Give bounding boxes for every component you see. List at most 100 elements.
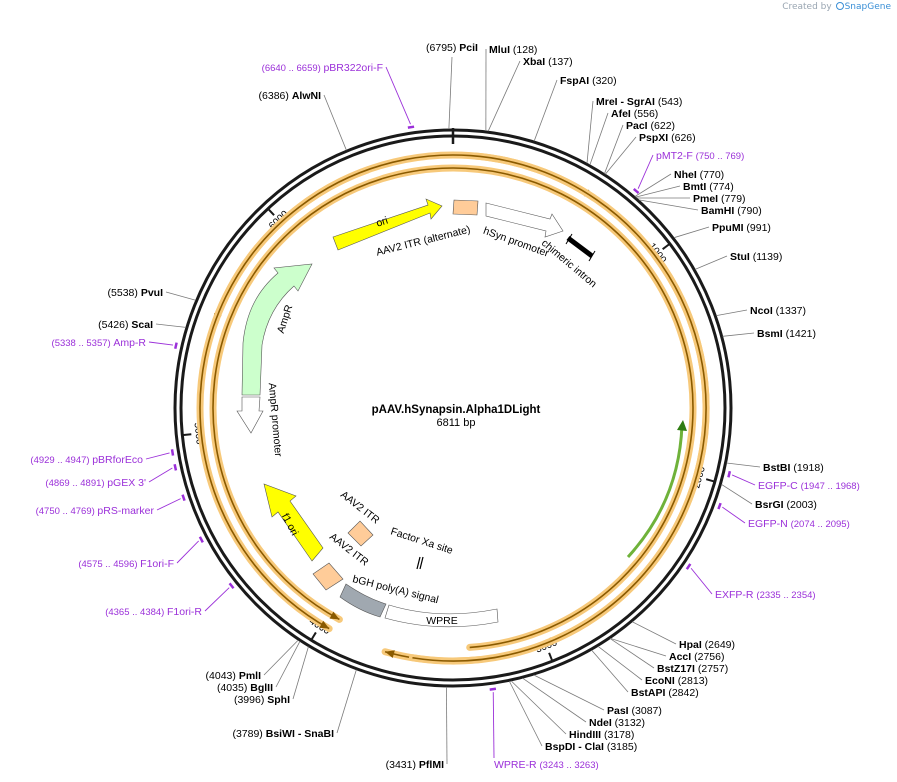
restriction-site-label[interactable]: NdeI (3132) xyxy=(589,717,645,729)
restriction-site-label[interactable]: (5538) PvuI xyxy=(108,287,164,299)
restriction-site-label[interactable]: XbaI (137) xyxy=(523,56,573,68)
primer-label[interactable]: (4575 .. 4596) F1ori-F xyxy=(78,558,174,570)
restriction-site-label[interactable]: MreI - SgrAI (543) xyxy=(596,96,682,108)
site-leader-line xyxy=(165,291,196,301)
feature-f1-ori[interactable]: f1 ori xyxy=(263,483,324,562)
primer-range: (4869 .. 4891) xyxy=(45,478,107,489)
restriction-site-label[interactable]: AfeI (556) xyxy=(611,108,658,120)
primer-leader-line xyxy=(176,540,199,564)
primer-mark[interactable] xyxy=(407,125,415,129)
restriction-site-label[interactable]: HpaI (2649) xyxy=(679,639,735,651)
primer-mark[interactable] xyxy=(228,582,235,590)
primer-range: (5338 .. 5357) xyxy=(52,338,114,349)
orf-arrowhead xyxy=(329,611,340,620)
restriction-site-label[interactable]: (6386) AlwNI xyxy=(259,90,322,102)
restriction-site-label[interactable]: BstAPI (2842) xyxy=(631,687,699,699)
feature-ori[interactable]: ori xyxy=(332,198,443,251)
restriction-site-label[interactable]: FspAI (320) xyxy=(560,75,617,87)
primer-mark[interactable] xyxy=(632,188,640,194)
primer-label[interactable]: (4869 .. 4891) pGEX 3' xyxy=(45,477,146,489)
primer-label[interactable]: (6640 .. 6659) pBR322ori-F xyxy=(262,62,383,74)
site-name: BsiWI - SnaBI xyxy=(266,728,334,740)
restriction-site-label[interactable]: AccI (2756) xyxy=(669,651,724,663)
feature-factor-xa-site[interactable]: Factor Xa site xyxy=(389,525,455,570)
primer-label[interactable]: (5338 .. 5357) Amp-R xyxy=(52,337,147,349)
feature-aav2-itr-1[interactable]: AAV2 ITR xyxy=(338,489,382,547)
restriction-site-label[interactable]: (4035) BglII xyxy=(217,682,273,694)
site-position: (2757) xyxy=(698,663,728,675)
inner-green-arrowhead xyxy=(677,420,687,431)
site-leader-line xyxy=(263,639,299,676)
restriction-site-label[interactable]: NheI (770) xyxy=(674,169,724,181)
restriction-site-label[interactable]: PacI (622) xyxy=(626,120,675,132)
restriction-site-label[interactable]: PasI (3087) xyxy=(607,705,662,717)
site-position: (137) xyxy=(548,56,573,68)
primer-mark[interactable] xyxy=(181,494,186,502)
site-name: HpaI xyxy=(679,639,705,651)
site-position: (2649) xyxy=(705,639,735,651)
primer-label[interactable]: EXFP-R (2335 .. 2354) xyxy=(715,589,816,601)
site-name: FspAI xyxy=(560,75,592,87)
restriction-site-label[interactable]: MluI (128) xyxy=(489,44,537,56)
feature-ampr[interactable]: AmpR xyxy=(241,263,313,396)
primer-leader-line xyxy=(637,154,654,189)
site-position: (2813) xyxy=(678,675,708,687)
restriction-site-label[interactable]: BstBI (1918) xyxy=(763,462,824,474)
orf-arc[interactable] xyxy=(471,152,598,202)
site-name: PflMI xyxy=(419,759,444,771)
restriction-site-label[interactable]: BsmI (1421) xyxy=(757,328,816,340)
restriction-site-label[interactable]: NcoI (1337) xyxy=(750,305,806,317)
primer-range: (4365 .. 4384) xyxy=(105,607,167,618)
restriction-site-label[interactable]: PmeI (779) xyxy=(693,193,746,205)
primer-leader-line xyxy=(156,498,181,511)
restriction-site-label[interactable]: BspDI - ClaI (3185) xyxy=(545,741,637,753)
primer-mark[interactable] xyxy=(174,342,178,350)
site-leader-line xyxy=(610,638,667,657)
bp-tick xyxy=(267,207,275,216)
primer-mark[interactable] xyxy=(685,563,692,570)
primer-leader-line xyxy=(731,474,756,486)
primer-label[interactable]: (4750 .. 4769) pRS-marker xyxy=(36,505,155,517)
restriction-site-label[interactable]: (3431) PflMI xyxy=(386,759,444,771)
restriction-site-label[interactable]: (3789) BsiWI - SnaBI xyxy=(232,728,334,740)
primer-mark[interactable] xyxy=(727,470,732,478)
site-name: BmtI xyxy=(683,181,709,193)
primer-label[interactable]: EGFP-N (2074 .. 2095) xyxy=(748,518,850,530)
site-position: (5538) xyxy=(108,287,141,299)
feature-ampr-label: AmpR xyxy=(275,303,296,335)
feature-chimeric-intron[interactable]: chimeric intron xyxy=(539,233,599,290)
primer-label[interactable]: (4929 .. 4947) pBRforEco xyxy=(30,454,143,466)
orf-arc[interactable] xyxy=(539,251,710,648)
restriction-site-label[interactable]: (6795) PciI xyxy=(426,42,478,54)
restriction-site-label[interactable]: (5426) ScaI xyxy=(98,319,153,331)
restriction-site-label[interactable]: (4043) PmlI xyxy=(206,670,262,682)
site-position: (790) xyxy=(737,205,762,217)
primer-mark[interactable] xyxy=(173,464,178,471)
inner-green-arc xyxy=(626,424,684,559)
restriction-site-label[interactable]: (3996) SphI xyxy=(234,694,290,706)
site-leader-line xyxy=(586,100,594,164)
primer-label[interactable]: (4365 .. 4384) F1ori-R xyxy=(105,606,202,618)
site-leader-line xyxy=(634,173,672,197)
primer-mark[interactable] xyxy=(489,687,497,691)
primer-label[interactable]: pMT2-F (750 .. 769) xyxy=(656,150,744,162)
primer-mark[interactable] xyxy=(198,536,204,543)
restriction-site-label[interactable]: PpuMI (991) xyxy=(712,222,771,234)
primer-mark[interactable] xyxy=(717,502,722,510)
restriction-site-label[interactable]: EcoNI (2813) xyxy=(645,675,708,687)
primer-mark[interactable] xyxy=(170,449,175,456)
restriction-site-label[interactable]: BamHI (790) xyxy=(701,205,762,217)
orf-layer xyxy=(196,151,710,665)
site-leader-line xyxy=(509,681,543,747)
restriction-site-label[interactable]: StuI (1139) xyxy=(730,251,782,263)
restriction-site-label[interactable]: BmtI (774) xyxy=(683,181,734,193)
restriction-site-label[interactable]: HindIII (3178) xyxy=(569,729,634,741)
restriction-site-label[interactable]: BstZ17I (2757) xyxy=(657,663,728,675)
feature-wpre[interactable]: WPRE xyxy=(384,604,499,628)
restriction-site-label[interactable]: PspXI (626) xyxy=(639,132,696,144)
site-leader-line xyxy=(336,669,357,734)
site-leader-line xyxy=(522,677,587,723)
primer-label[interactable]: WPRE-R (3243 .. 3263) xyxy=(494,759,599,771)
restriction-site-label[interactable]: BsrGI (2003) xyxy=(755,499,817,511)
primer-label[interactable]: EGFP-C (1947 .. 1968) xyxy=(758,480,860,492)
